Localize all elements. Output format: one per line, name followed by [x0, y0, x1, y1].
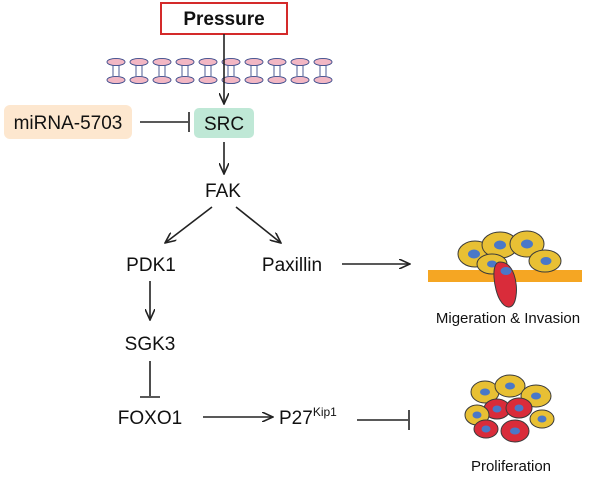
fak-to-pdk1-arrow — [165, 206, 213, 243]
phospholipid-head — [129, 57, 149, 67]
nucleus — [531, 392, 541, 400]
phospholipid-head — [106, 57, 126, 67]
pdk1-label: PDK1 — [126, 255, 176, 276]
phospholipid-head — [175, 57, 195, 67]
p27-superscript: Kip1 — [313, 405, 337, 419]
pressure-label: Pressure — [183, 9, 264, 30]
mirna-box — [4, 105, 132, 139]
fak-label: FAK — [205, 181, 241, 202]
phospholipid-head — [267, 75, 287, 85]
phospholipid-head — [106, 75, 126, 85]
nucleus — [468, 249, 480, 259]
phospholipid-head — [198, 57, 218, 67]
nucleus — [492, 405, 502, 413]
nucleus — [521, 239, 533, 249]
p27-label: P27Kip1 — [279, 405, 337, 429]
nucleus — [510, 427, 520, 435]
migrating-cells-icon — [428, 230, 582, 308]
cell-red-invading — [493, 261, 517, 308]
phospholipid-head — [267, 57, 287, 67]
phospholipid-head — [290, 75, 310, 85]
phospholipid-head — [313, 57, 333, 67]
sgk3-label: SGK3 — [125, 334, 176, 355]
phospholipid-head — [221, 75, 241, 85]
phospholipid-head — [244, 75, 264, 85]
mirna-label: miRNA-5703 — [14, 113, 123, 134]
phospholipid-head — [129, 75, 149, 85]
phospholipid-head — [313, 75, 333, 85]
nucleus — [494, 240, 506, 250]
proliferation-caption: Proliferation — [471, 458, 551, 475]
nucleus — [472, 411, 482, 419]
src-label: SRC — [204, 114, 244, 135]
fak-to-paxillin-arrow — [235, 206, 281, 243]
phospholipid-head — [198, 75, 218, 85]
nucleus — [487, 260, 497, 268]
paxillin-label: Paxillin — [262, 255, 322, 276]
lipid-bilayer-icon — [106, 57, 333, 85]
migration-caption: Migeration & Invasion — [436, 310, 580, 327]
phospholipid-head — [175, 75, 195, 85]
nucleus — [500, 267, 512, 275]
phospholipid-head — [152, 75, 172, 85]
phospholipid-head — [290, 57, 310, 67]
nucleus — [505, 382, 515, 390]
src-box — [194, 108, 254, 138]
phospholipid-head — [221, 57, 241, 67]
phospholipid-head — [244, 57, 264, 67]
p27-base: P27 — [279, 408, 313, 429]
foxo1-label: FOXO1 — [118, 408, 182, 429]
nucleus — [537, 415, 547, 423]
nucleus — [514, 404, 524, 412]
nucleus — [480, 388, 490, 396]
nucleus — [481, 425, 491, 433]
nucleus — [540, 257, 552, 265]
phospholipid-head — [152, 57, 172, 67]
proliferating-cells-icon — [464, 374, 555, 443]
